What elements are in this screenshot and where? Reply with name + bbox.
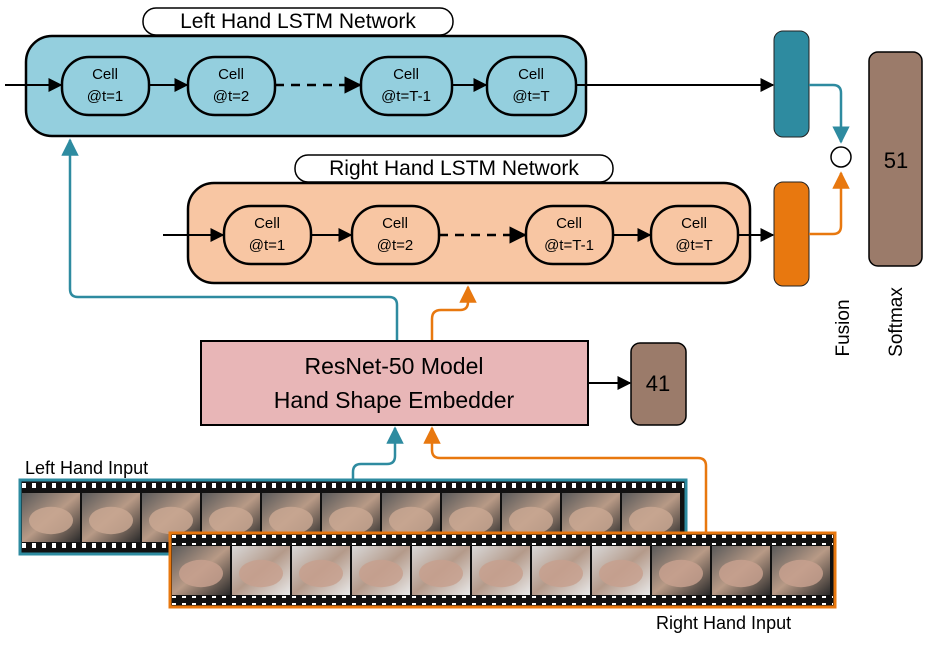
left-cell-3: Cell @t=T-1 xyxy=(359,55,454,117)
svg-text:@t=2: @t=2 xyxy=(213,88,250,105)
softmax-value: 51 xyxy=(884,148,908,173)
hand-image xyxy=(358,559,404,588)
svg-text:@t=T: @t=T xyxy=(512,88,549,105)
fusion-label: Fusion xyxy=(833,299,854,356)
svg-text:@t=T-1: @t=T-1 xyxy=(381,88,431,105)
right-output-block xyxy=(773,181,810,287)
embedder-to-right-lstm-arrow xyxy=(430,285,477,340)
hand-image xyxy=(28,506,74,535)
right-cell-2: Cell @t=2 xyxy=(350,204,441,266)
svg-text:Cell: Cell xyxy=(254,215,280,232)
softmax-label: Softmax xyxy=(886,287,907,357)
fusion-node xyxy=(830,146,852,168)
left-input-label: Left Hand Input xyxy=(25,458,148,478)
hand-image xyxy=(628,506,674,535)
hand-image xyxy=(568,506,614,535)
left-network-title-box xyxy=(142,7,454,36)
hand-image xyxy=(478,559,524,588)
svg-text:Cell: Cell xyxy=(218,66,244,83)
right-to-fusion-arrow xyxy=(809,171,850,236)
svg-text:Cell: Cell xyxy=(92,66,118,83)
svg-text:@t=1: @t=1 xyxy=(87,88,124,105)
right-input-label: Right Hand Input xyxy=(656,613,791,633)
right-input-filmstrip xyxy=(168,531,837,609)
hand-image xyxy=(298,559,344,588)
right-cell-3: Cell @t=T-1 xyxy=(524,204,615,266)
svg-text:@t=T-1: @t=T-1 xyxy=(544,237,594,254)
right-input-to-embedder-arrow xyxy=(423,426,708,533)
hand-image xyxy=(538,559,584,588)
hand-image xyxy=(178,559,224,588)
hand-image xyxy=(238,559,284,588)
hand-image xyxy=(328,506,374,535)
right-network-title-box xyxy=(294,154,614,183)
embedder-box: ResNet-50 Model Hand Shape Embedder xyxy=(200,340,589,426)
right-cell-1: Cell @t=1 xyxy=(222,204,313,266)
right-input-frames xyxy=(172,546,830,595)
right-network-title: Right Hand LSTM Network xyxy=(329,157,579,180)
hand-image xyxy=(388,506,434,535)
hand-image xyxy=(508,506,554,535)
softmax-block xyxy=(868,51,923,267)
left-lstm-network: Left Hand LSTM Network Cell @t=1 Cell @t… xyxy=(5,7,775,138)
hand-image xyxy=(658,559,704,588)
svg-text:Cell: Cell xyxy=(556,215,582,232)
left-output-block xyxy=(773,30,810,138)
svg-text:Cell: Cell xyxy=(681,215,707,232)
svg-text:Cell: Cell xyxy=(393,66,419,83)
svg-text:Cell: Cell xyxy=(382,215,408,232)
svg-text:@t=T: @t=T xyxy=(675,237,712,254)
embedder-line-1: ResNet-50 Model xyxy=(305,353,484,379)
hand-image xyxy=(268,506,314,535)
hand-image xyxy=(778,559,824,588)
hand-image xyxy=(208,506,254,535)
hand-image xyxy=(718,559,764,588)
left-input-frames xyxy=(22,493,680,542)
hand-image xyxy=(88,506,134,535)
embedder-line-2: Hand Shape Embedder xyxy=(274,387,515,413)
embedder-to-left-lstm-arrow xyxy=(61,138,399,340)
left-to-fusion-arrow xyxy=(809,83,850,144)
left-cell-1: Cell @t=1 xyxy=(60,55,151,117)
left-cell-4: Cell @t=T xyxy=(485,55,578,117)
embedder-output-value: 41 xyxy=(646,371,670,396)
left-input-to-embedder-arrow xyxy=(351,426,404,480)
hand-image xyxy=(598,559,644,588)
hand-image xyxy=(448,506,494,535)
left-network-title: Left Hand LSTM Network xyxy=(180,10,416,33)
right-cell-4: Cell @t=T xyxy=(649,204,740,266)
right-lstm-network: Right Hand LSTM Network Cell @t=1 Cell @… xyxy=(163,154,775,285)
embedder-output-block xyxy=(630,342,687,426)
svg-text:@t=1: @t=1 xyxy=(249,237,286,254)
hand-image xyxy=(418,559,464,588)
left-cell-2: Cell @t=2 xyxy=(186,55,277,117)
hand-image xyxy=(148,506,194,535)
svg-text:@t=2: @t=2 xyxy=(377,237,414,254)
svg-text:Cell: Cell xyxy=(518,66,544,83)
